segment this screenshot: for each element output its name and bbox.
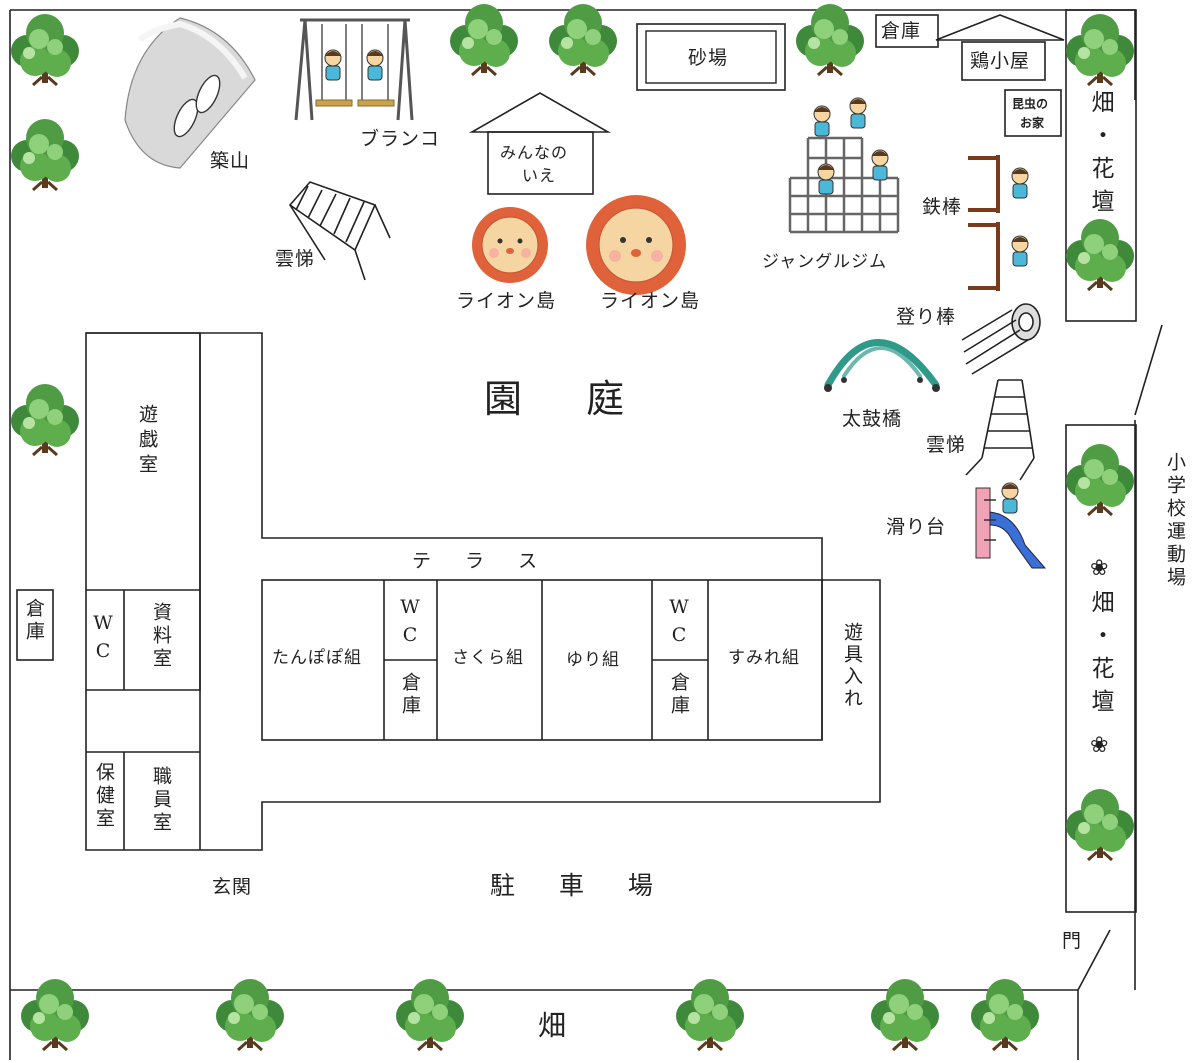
swing-label: ブランコ [360,128,441,150]
sakura-label: さくら組 [452,648,524,668]
chicken-coop-label: 鶏小屋 [970,50,1031,72]
lion-island-2-label: ライオン島 [600,290,701,312]
field-bottom-label: 畑 [538,1009,568,1042]
drum-bridge-label: 太鼓橋 [842,408,903,430]
entrance-label: 玄関 [212,876,253,898]
field-flowerbed-right-label: 畑・花壇 [1087,590,1113,722]
playroom-label: 遊戯室 [136,404,158,479]
gate-label: 門 [1062,930,1083,952]
field-flowerbed-top-label: 畑・花壇 [1087,90,1113,222]
resource-room-label: 資料室 [150,602,172,671]
swing [294,18,414,121]
lion-island-1-label: ライオン島 [456,290,557,312]
flower-icon: ❀ [1090,733,1110,758]
wc3-label: WC [668,596,690,652]
flower-icon: ❀ [1090,556,1110,581]
school-ground-label: 小学校運動場 [1164,452,1186,590]
monkey-bars-right [965,379,1035,481]
jungle-gym [788,136,900,234]
iron-bar-label: 鉄棒 [922,196,963,218]
everyone-house [468,92,612,195]
nurse-room-label: 保健室 [93,762,115,831]
field-flowerbed-right [1065,424,1137,913]
parking-label: 駐 車 場 [490,871,671,900]
climbing-pole-label: 登り棒 [896,306,957,328]
toy-storage-label: 遊具入れ [841,622,863,710]
terrace-label: テ ラ ス [412,550,552,572]
artificial-hill-label: 築山 [210,150,251,172]
storage-top-label: 倉庫 [881,20,922,42]
field-flowerbed-top [1065,9,1137,322]
monkey-bars-left-label: 雲悌 [275,248,316,270]
everyone-house-label-1: みんなの [500,143,569,162]
yuri-label: ゆり組 [566,650,620,670]
drum-bridge [824,339,940,389]
storage3-label: 倉庫 [668,672,690,718]
iron-bar [968,155,1000,291]
school-building [85,332,881,851]
wc2-label: WC [399,596,421,652]
climbing-pole [961,303,1041,375]
tanpopo-label: たんぽぽ組 [272,648,362,668]
storage2-label: 倉庫 [399,672,421,718]
storage-left [16,589,54,661]
chicken-coop [935,14,1065,81]
monkey-bars-right-label: 雲悌 [926,434,967,456]
sandbox [636,23,786,91]
monkey-bars-left [288,181,391,281]
insect-house [1004,89,1062,137]
slide-label: 滑り台 [886,516,947,538]
insect-house-label-1: 昆虫の [1012,97,1049,111]
staff-room-label: 職員室 [150,766,172,835]
lion-island-1 [472,207,548,283]
jungle-gym-label: ジャングルジム [762,252,888,272]
storage-left-label: 倉庫 [23,598,45,644]
everyone-house-label-2: いえ [522,166,557,185]
sandbox-label: 砂場 [688,47,729,69]
sumire-label: すみれ組 [728,648,800,668]
storage-top [875,14,939,48]
wc-label: WC [92,612,114,668]
courtyard-label: 園 庭 [484,377,651,421]
insect-house-label-2: お家 [1020,116,1045,130]
slide [975,487,1047,569]
artificial-hill [124,17,256,169]
lion-island-2 [586,195,686,295]
